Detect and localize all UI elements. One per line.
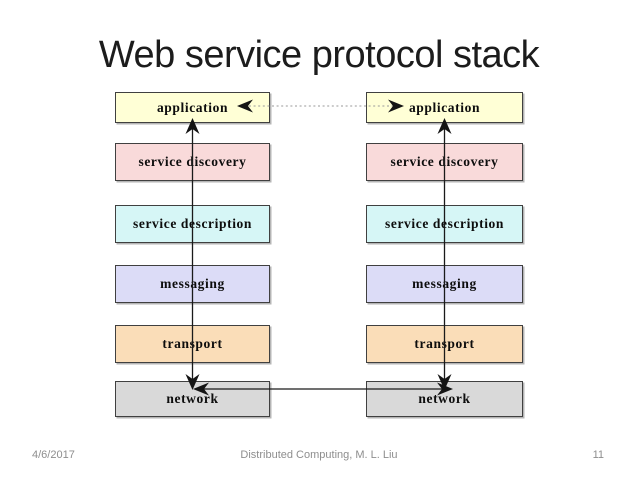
layer-box-right-service-discovery: service discovery — [366, 143, 523, 181]
layer-label-service-description: service description — [385, 216, 504, 231]
layer-box-left-service-discovery: service discovery — [115, 143, 270, 181]
layer-label-messaging: messaging — [412, 276, 477, 291]
layer-label-network: network — [166, 391, 219, 406]
layer-label-messaging: messaging — [160, 276, 225, 291]
layer-label-transport: transport — [162, 336, 223, 351]
layer-label-service-discovery: service discovery — [138, 154, 247, 169]
layer-box-left-transport: transport — [115, 325, 270, 363]
layer-box-left-network: network — [115, 381, 270, 417]
layer-label-transport: transport — [414, 336, 475, 351]
layer-box-right-messaging: messaging — [366, 265, 523, 303]
layer-label-application: application — [156, 99, 229, 115]
slide-title: Web service protocol stack — [98, 34, 540, 76]
layer-box-left-service-description: service description — [115, 205, 270, 243]
layer-box-right-application: application — [366, 92, 523, 123]
layer-label-application: application — [408, 99, 481, 115]
layer-box-left-messaging: messaging — [115, 265, 270, 303]
footer-credit: Distributed Computing, M. L. Liu — [240, 449, 398, 461]
layer-label-network: network — [418, 391, 471, 406]
layer-box-right-transport: transport — [366, 325, 523, 363]
layer-box-left-application: application — [115, 92, 270, 123]
layer-label-service-discovery: service discovery — [390, 154, 499, 169]
layer-box-right-service-description: service description — [366, 205, 523, 243]
layer-label-service-description: service description — [133, 216, 252, 231]
layer-box-right-network: network — [366, 381, 523, 417]
footer-date: 4/6/2017 — [32, 449, 75, 461]
footer-slide-number: 11 — [592, 449, 604, 461]
